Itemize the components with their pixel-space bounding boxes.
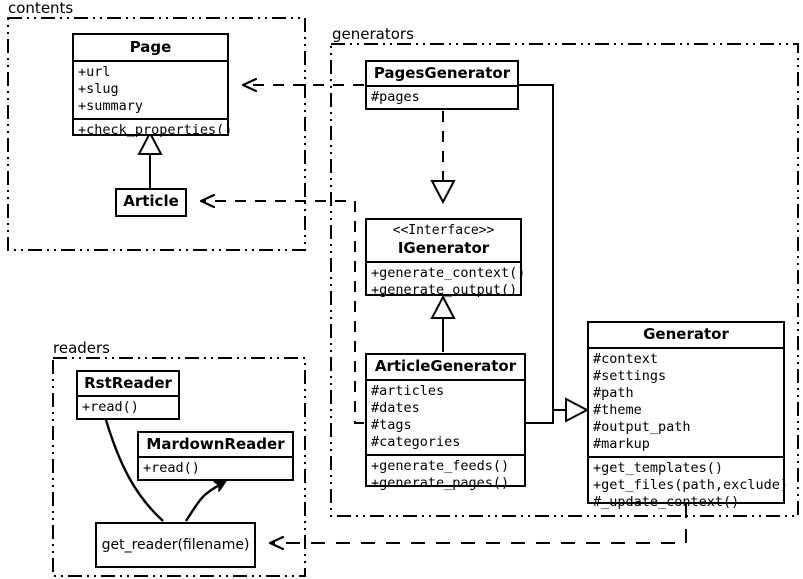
attribute-row: #path xyxy=(593,385,634,401)
class-name-article: Article xyxy=(123,192,179,210)
class-attributes-page: +url +slug +summary xyxy=(74,62,227,120)
attribute-row: #context xyxy=(593,351,659,367)
class-attributes-generator: #context #settings #path #theme #output_… xyxy=(589,349,783,458)
class-methods-articlegenerator: +generate_feeds() +generate_pages() xyxy=(367,456,524,495)
connector-pagesgenerator-realizes-igenerator xyxy=(430,111,456,205)
class-methods-rstreader: +read() xyxy=(78,397,178,419)
connector-article-inherits-page xyxy=(137,130,163,188)
attribute-row: +summary xyxy=(78,98,144,114)
connector-articlegenerator-inherits-igenerator xyxy=(430,294,456,352)
method-row: #_update_context() xyxy=(593,494,740,510)
class-name-articlegenerator: ArticleGenerator xyxy=(367,355,524,381)
class-methods-page: +check_properties() xyxy=(74,120,233,142)
class-box-generator[interactable]: Generator #context #settings #path #them… xyxy=(587,321,788,510)
method-row: +get_files(path,exclude) xyxy=(593,477,789,493)
package-label-generators: generators xyxy=(330,25,416,43)
package-label-contents: contents xyxy=(6,0,76,17)
connector-generator-uses-getreader xyxy=(270,504,687,543)
attribute-row: +url xyxy=(78,64,111,80)
class-stereotype-igenerator: <<Interface>> xyxy=(392,223,495,238)
class-name-rstreader: RstReader xyxy=(78,372,178,397)
package-frame-generators xyxy=(330,43,799,517)
function-label-get-reader: get_reader(filename) xyxy=(101,536,250,553)
connector-generators-inherit-generator xyxy=(519,84,590,424)
class-name-mardownreader: MardownReader xyxy=(139,433,292,458)
class-name-pagesgenerator: PagesGenerator xyxy=(367,62,517,87)
class-box-mardownreader[interactable]: MardownReader +read() xyxy=(137,431,294,481)
method-row: +read() xyxy=(143,460,200,476)
connector-getreader-to-mardownreader xyxy=(185,482,225,522)
class-methods-igenerator: +generate_context() +generate_output() xyxy=(367,263,526,302)
function-box-get-reader[interactable]: get_reader(filename) xyxy=(95,522,256,568)
class-methods-mardownreader: +read() xyxy=(139,458,292,480)
attribute-row: #pages xyxy=(371,89,420,105)
attribute-row: #output_path xyxy=(593,419,691,435)
attribute-row: #categories xyxy=(371,434,461,450)
method-row: +get_templates() xyxy=(593,460,724,476)
method-row: +generate_feeds() xyxy=(371,458,510,474)
class-attributes-articlegenerator: #articles #dates #tags #categories xyxy=(367,381,524,456)
attribute-row: #tags xyxy=(371,417,412,433)
class-box-page[interactable]: Page +url +slug +summary +check_properti… xyxy=(72,33,232,138)
package-frame-readers xyxy=(52,357,306,577)
attribute-row: #dates xyxy=(371,400,420,416)
class-methods-generator: +get_templates() +get_files(path,exclude… xyxy=(589,458,789,514)
class-box-pagesgenerator[interactable]: PagesGenerator #pages xyxy=(365,60,519,110)
class-header-igenerator: <<Interface>> IGenerator xyxy=(367,220,520,263)
method-row: +generate_output() xyxy=(371,282,518,298)
method-row: +generate_pages() xyxy=(371,475,510,491)
attribute-row: #markup xyxy=(593,436,650,452)
class-name-generator: Generator xyxy=(589,323,783,349)
class-name-igenerator: IGenerator xyxy=(397,239,490,257)
package-frame-contents xyxy=(7,17,306,251)
connector-getreader-to-rstreader xyxy=(100,398,164,522)
attribute-row: #settings xyxy=(593,368,667,384)
attribute-row: #theme xyxy=(593,402,642,418)
connector-articlegenerator-uses-article xyxy=(201,201,364,424)
class-box-article[interactable]: Article xyxy=(115,188,187,217)
class-attributes-pagesgenerator: #pages xyxy=(367,87,517,109)
attribute-row: +slug xyxy=(78,81,119,97)
class-name-page: Page xyxy=(74,35,227,62)
method-row: +generate_context() xyxy=(371,265,526,281)
method-row: +check_properties() xyxy=(78,122,233,138)
method-row: +read() xyxy=(82,399,139,415)
class-box-rstreader[interactable]: RstReader +read() xyxy=(76,370,180,420)
attribute-row: #articles xyxy=(371,383,445,399)
class-box-igenerator[interactable]: <<Interface>> IGenerator +generate_conte… xyxy=(365,218,525,298)
package-label-readers: readers xyxy=(51,339,112,357)
class-box-articlegenerator[interactable]: ArticleGenerator #articles #dates #tags … xyxy=(365,353,526,491)
